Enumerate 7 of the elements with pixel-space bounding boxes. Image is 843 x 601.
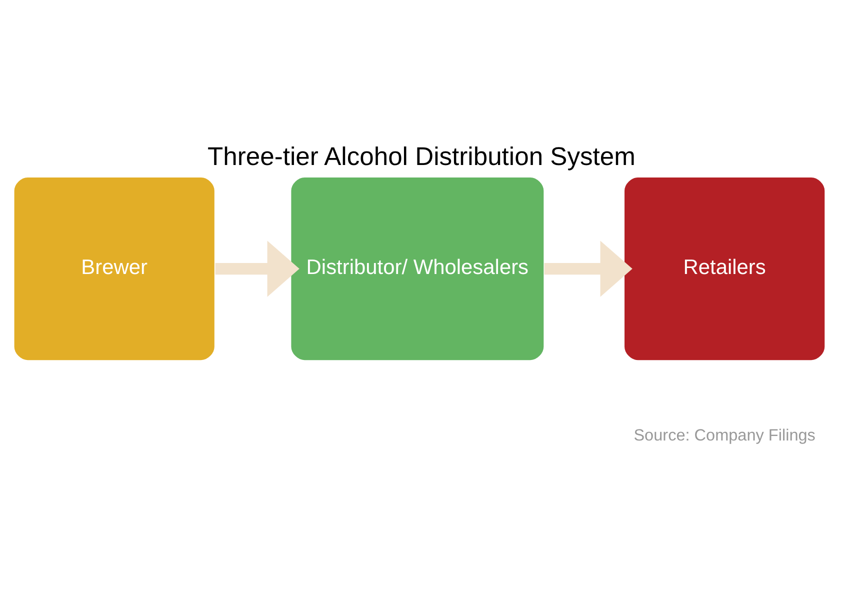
node-box: Brewer [13,176,216,362]
arrow [544,240,632,297]
label: Source: Company Filings [634,426,816,445]
diagram-title: Three-tier Alcohol Distribution System [208,142,636,171]
node-box: Retailers [623,176,826,362]
node-box: Distributor/ Wholesalers [290,176,545,362]
arrow [215,240,300,297]
